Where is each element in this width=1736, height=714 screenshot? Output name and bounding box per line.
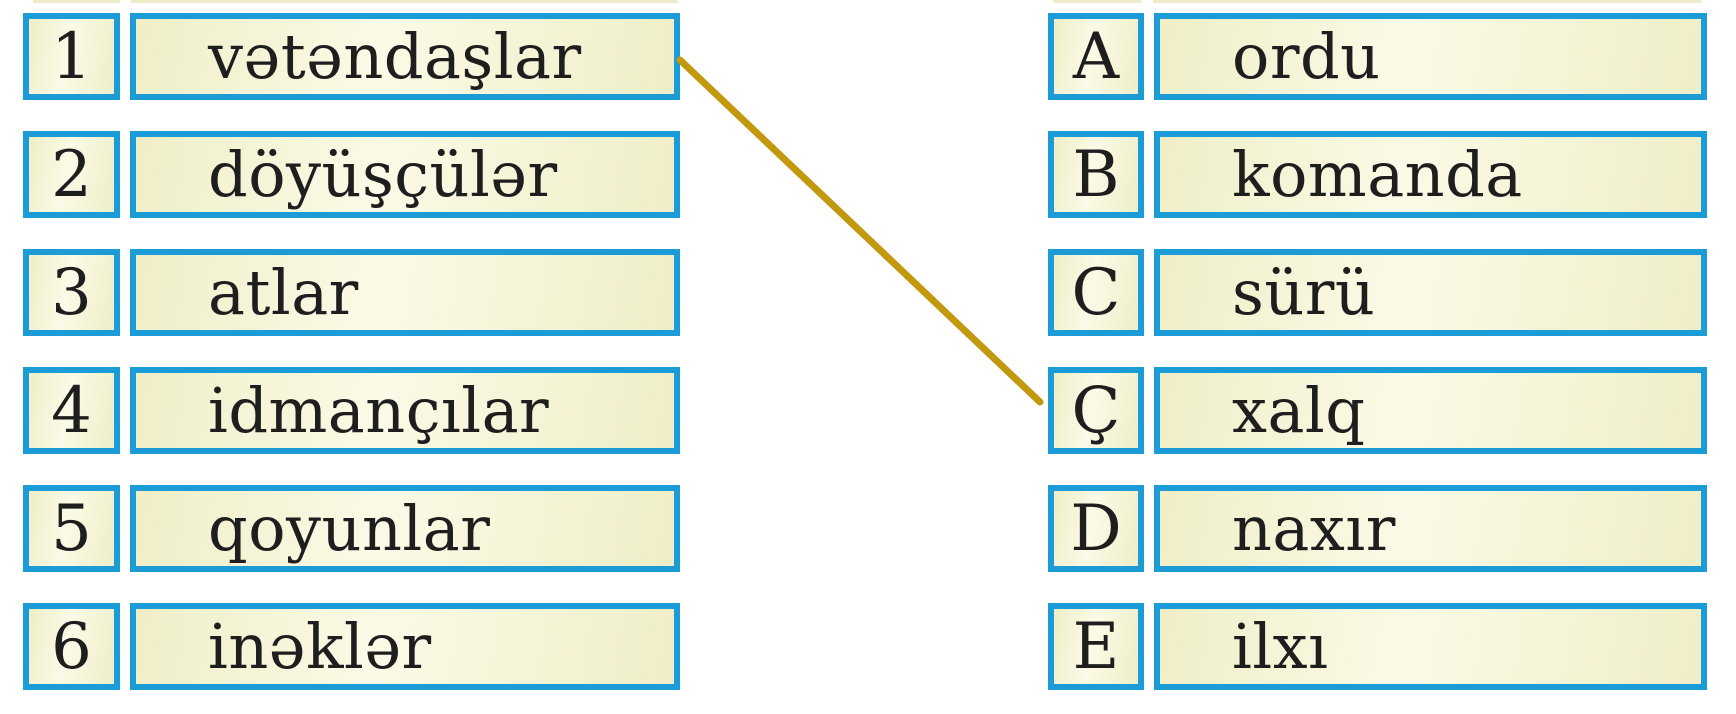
right-row-a: A ordu bbox=[1048, 13, 1707, 100]
right-item-word-e[interactable]: ilxı bbox=[1154, 603, 1707, 690]
right-item-word-a[interactable]: ordu bbox=[1154, 13, 1707, 100]
right-item-word-b[interactable]: komanda bbox=[1154, 131, 1707, 218]
cropped-box-edge bbox=[1153, 0, 1701, 3]
right-row-c: C sürü bbox=[1048, 249, 1707, 336]
left-item-word-1[interactable]: vətəndaşlar bbox=[130, 13, 680, 100]
left-row-5: 5 qoyunlar bbox=[23, 485, 680, 572]
left-item-number-6[interactable]: 6 bbox=[23, 603, 120, 690]
left-row-1: 1 vətəndaşlar bbox=[23, 13, 680, 100]
left-item-word-4[interactable]: idmançılar bbox=[130, 367, 680, 454]
right-item-letter-c-cedilla[interactable]: Ç bbox=[1048, 367, 1144, 454]
right-row-d: D naxır bbox=[1048, 485, 1707, 572]
left-item-number-5[interactable]: 5 bbox=[23, 485, 120, 572]
right-item-letter-d[interactable]: D bbox=[1048, 485, 1144, 572]
right-item-word-c[interactable]: sürü bbox=[1154, 249, 1707, 336]
left-item-number-2[interactable]: 2 bbox=[23, 131, 120, 218]
cropped-box-edge bbox=[1053, 0, 1141, 3]
right-row-e: E ilxı bbox=[1048, 603, 1707, 690]
left-item-word-2[interactable]: döyüşçülər bbox=[130, 131, 680, 218]
right-item-letter-e[interactable]: E bbox=[1048, 603, 1144, 690]
left-item-word-3[interactable]: atlar bbox=[130, 249, 680, 336]
right-column: A ordu B komanda C sürü Ç xalq D naxır E… bbox=[1048, 13, 1707, 690]
left-item-number-1[interactable]: 1 bbox=[23, 13, 120, 100]
right-item-word-d[interactable]: naxır bbox=[1154, 485, 1707, 572]
left-item-word-5[interactable]: qoyunlar bbox=[130, 485, 680, 572]
right-item-letter-a[interactable]: A bbox=[1048, 13, 1144, 100]
left-row-4: 4 idmançılar bbox=[23, 367, 680, 454]
left-item-number-3[interactable]: 3 bbox=[23, 249, 120, 336]
left-row-6: 6 inəklər bbox=[23, 603, 680, 690]
left-row-3: 3 atlar bbox=[23, 249, 680, 336]
right-item-letter-b[interactable]: B bbox=[1048, 131, 1144, 218]
left-column: 1 vətəndaşlar 2 döyüşçülər 3 atlar 4 idm… bbox=[23, 13, 680, 690]
match-line-1-to-c-cedilla bbox=[676, 56, 1044, 406]
left-item-number-4[interactable]: 4 bbox=[23, 367, 120, 454]
right-item-letter-c[interactable]: C bbox=[1048, 249, 1144, 336]
right-row-c-cedilla: Ç xalq bbox=[1048, 367, 1707, 454]
left-item-word-6[interactable]: inəklər bbox=[130, 603, 680, 690]
left-row-2: 2 döyüşçülər bbox=[23, 131, 680, 218]
right-item-word-c-cedilla[interactable]: xalq bbox=[1154, 367, 1707, 454]
cropped-box-edge bbox=[131, 0, 678, 3]
cropped-box-edge bbox=[33, 0, 120, 3]
right-row-b: B komanda bbox=[1048, 131, 1707, 218]
